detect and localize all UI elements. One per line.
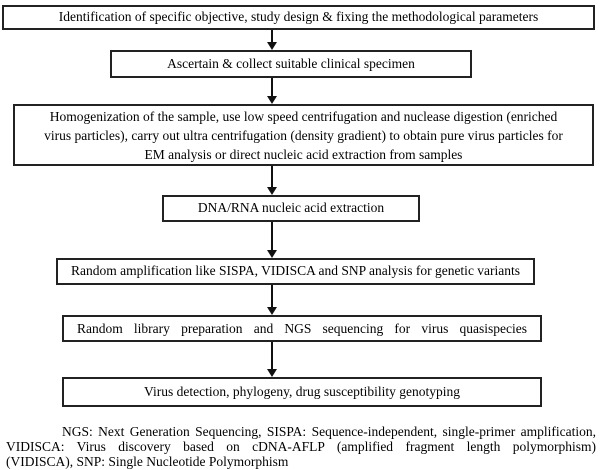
- step-text-line: EM analysis or direct nucleic acid extra…: [144, 146, 463, 162]
- arrow-shaft: [271, 78, 273, 96]
- flow-arrow-3: [267, 166, 277, 195]
- arrow-down-icon: [267, 187, 277, 195]
- flow-arrow-4: [267, 222, 277, 258]
- flow-step-objective: Identification of specific objective, st…: [2, 5, 595, 30]
- abbreviations-footnote: NGS: Next Generation Sequencing, SISPA: …: [6, 424, 596, 469]
- arrow-down-icon: [267, 307, 277, 315]
- flow-step-extraction: DNA/RNA nucleic acid extraction: [162, 195, 420, 222]
- flow-step-homogenization: Homogenization of the sample, use low sp…: [13, 104, 594, 166]
- flow-step-amplification: Random amplification like SISPA, VIDISCA…: [56, 258, 535, 285]
- arrow-shaft: [271, 342, 273, 369]
- flow-step-specimen: Ascertain & collect suitable clinical sp…: [110, 50, 472, 78]
- arrow-shaft: [271, 30, 273, 42]
- step-text-line: Homogenization of the sample, use low sp…: [49, 108, 558, 124]
- step-text-line: virus particles), carry out ultra centri…: [44, 127, 563, 143]
- arrow-down-icon: [267, 96, 277, 104]
- footnote-line: NGS: Next Generation Sequencing, SISPA: …: [62, 424, 596, 439]
- flow-arrow-6: [267, 342, 277, 377]
- flow-arrow-1: [267, 30, 277, 50]
- flow-arrow-2: [267, 78, 277, 104]
- flow-step-sequencing: Random library preparation and NGS seque…: [62, 315, 542, 342]
- arrow-shaft: [271, 222, 273, 250]
- flow-step-detection: Virus detection, phylogeny, drug suscept…: [62, 377, 542, 407]
- arrow-down-icon: [267, 42, 277, 50]
- footnote-line: (VIDISCA), SNP: Single Nucleotide Polymo…: [6, 454, 289, 469]
- footnote-line: VIDISCA: Virus discovery based on cDNA-A…: [6, 439, 596, 454]
- arrow-shaft: [271, 285, 273, 307]
- arrow-shaft: [271, 166, 273, 187]
- flow-arrow-5: [267, 285, 277, 315]
- arrow-down-icon: [267, 369, 277, 377]
- arrow-down-icon: [267, 250, 277, 258]
